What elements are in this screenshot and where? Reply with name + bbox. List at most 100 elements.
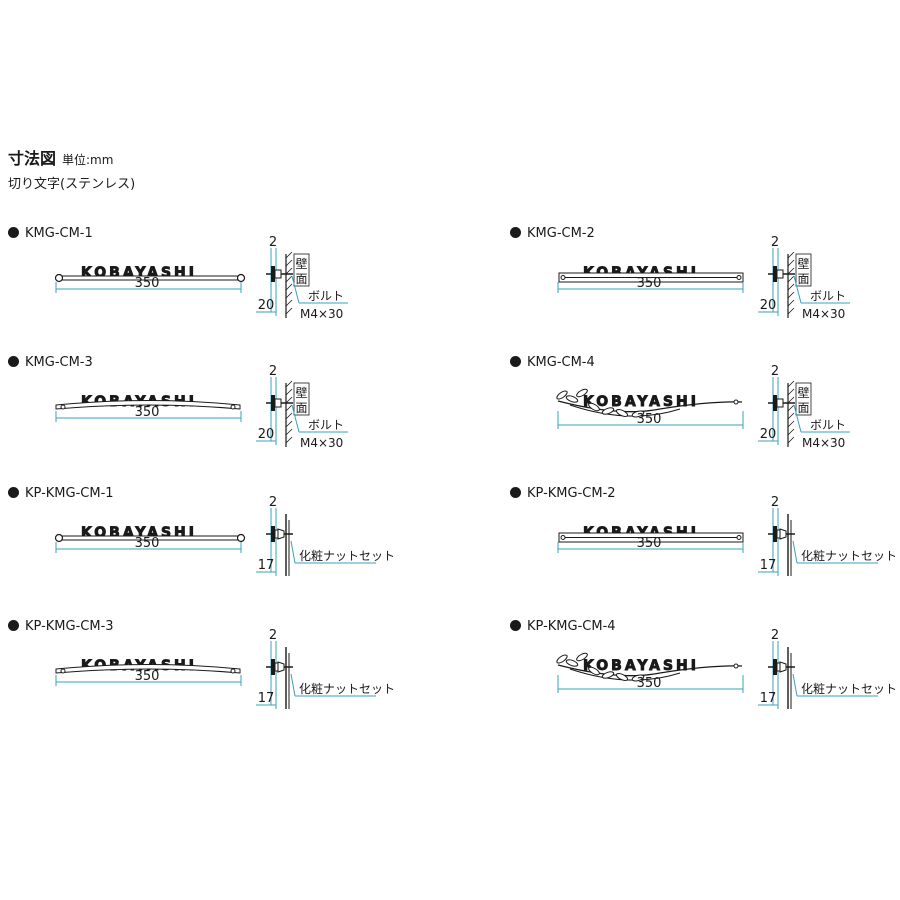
wall-label-char-2: 面 [295,272,307,286]
bullet-icon [8,356,19,367]
wall-hatch [285,388,293,396]
width-dimension-label: 350 [637,276,662,291]
bullet-icon [510,487,521,498]
nut-cap [277,528,285,540]
wall-hatch [285,420,293,428]
mount-hole-left [60,668,66,674]
wall-hatch [285,267,293,275]
nut-cap [277,661,285,673]
thickness-dimension-label: 2 [771,495,779,510]
wall-hatch [787,388,795,396]
mount-hole-right [230,668,236,674]
thickness-dimension-label: 2 [771,628,779,643]
standoff-dimension-label: 20 [258,427,275,442]
wall-label-box [795,253,812,287]
wall-hatch [787,299,795,307]
nut-cap [779,528,787,540]
vine-leaf [588,666,600,676]
width-dimension-label: 350 [637,536,662,551]
bolt-size-label: M4×30 [802,307,845,321]
wall-hatch [787,251,795,259]
wall-hatch [285,251,293,259]
mount-hole-right [236,273,246,283]
nut-leader [290,540,296,564]
wall-label-char-2: 面 [797,401,809,415]
vine-leaf [576,388,588,398]
bullet-icon [510,227,521,238]
standoff-dimension-label: 17 [258,558,275,573]
thickness-dimension-label: 2 [269,628,277,643]
nut-leader [792,540,798,564]
nut-leader [792,673,798,697]
bullet-icon [8,487,19,498]
thickness-dimension-label: 2 [269,364,277,379]
curved-bar [55,664,241,674]
standoff-dimension-label: 20 [760,427,777,442]
mount-hole-right [733,399,739,405]
vine-leaf [601,407,615,415]
width-dimension-label: 350 [135,669,160,684]
wall-label-char-2: 面 [295,401,307,415]
spacer [274,398,282,408]
mount-hole-right [230,404,236,410]
standoff-dimension-label: 20 [760,298,777,313]
product-kp-kmg-cm-2: KP-KMG-CM-2KOBAYASHI3502化粧ナットセット17 [510,486,900,616]
wall-hatch [787,436,795,444]
wall-hatch [787,267,795,275]
width-dimension-label: 350 [135,405,160,420]
product-code-label: KMG-CM-2 [510,226,595,241]
wall-hatch [285,259,293,267]
wall-label-char-1: 壁 [295,256,307,271]
width-dimension-label: 350 [135,276,160,291]
page-subtitle: 切り文字(ステンレス) [8,177,136,192]
mount-hole-left [54,273,64,283]
name-letters: KOBAYASHI [583,658,699,674]
wall-hatch [787,307,795,315]
vine-leaf [615,673,629,681]
bullet-icon [510,620,521,631]
mount-hole-left [54,533,64,543]
thickness-dimension-label: 2 [269,495,277,510]
bolt-label: ボルト [810,418,846,432]
bullet-icon [510,356,521,367]
wall-hatch [787,291,795,299]
bolt-leader [793,275,802,304]
nut-set-label: 化粧ナットセット [801,682,897,696]
vine-leaf [631,410,645,418]
product-code: KP-KMG-CM-1 [25,486,114,501]
wall-label-char-1: 壁 [797,385,809,400]
product-kp-kmg-cm-3: KP-KMG-CM-3KOBAYASHI3502化粧ナットセット17 [8,619,428,749]
width-dimension-label: 350 [637,676,662,691]
vine-leaf [631,674,645,682]
wall-hatch [285,396,293,404]
bullet-icon [8,227,19,238]
mount-hole-right [736,275,742,280]
bolt-label: ボルト [810,289,846,303]
product-code-label: KP-KMG-CM-1 [8,486,114,501]
front-view: KOBAYASHI 350 [556,652,744,693]
product-code: KMG-CM-2 [527,226,595,241]
title-text: 寸法図 [8,149,57,168]
product-code: KMG-CM-3 [25,355,93,370]
spacer [776,398,784,408]
vine-leaf [601,671,615,679]
mount-hole-right [733,663,739,669]
